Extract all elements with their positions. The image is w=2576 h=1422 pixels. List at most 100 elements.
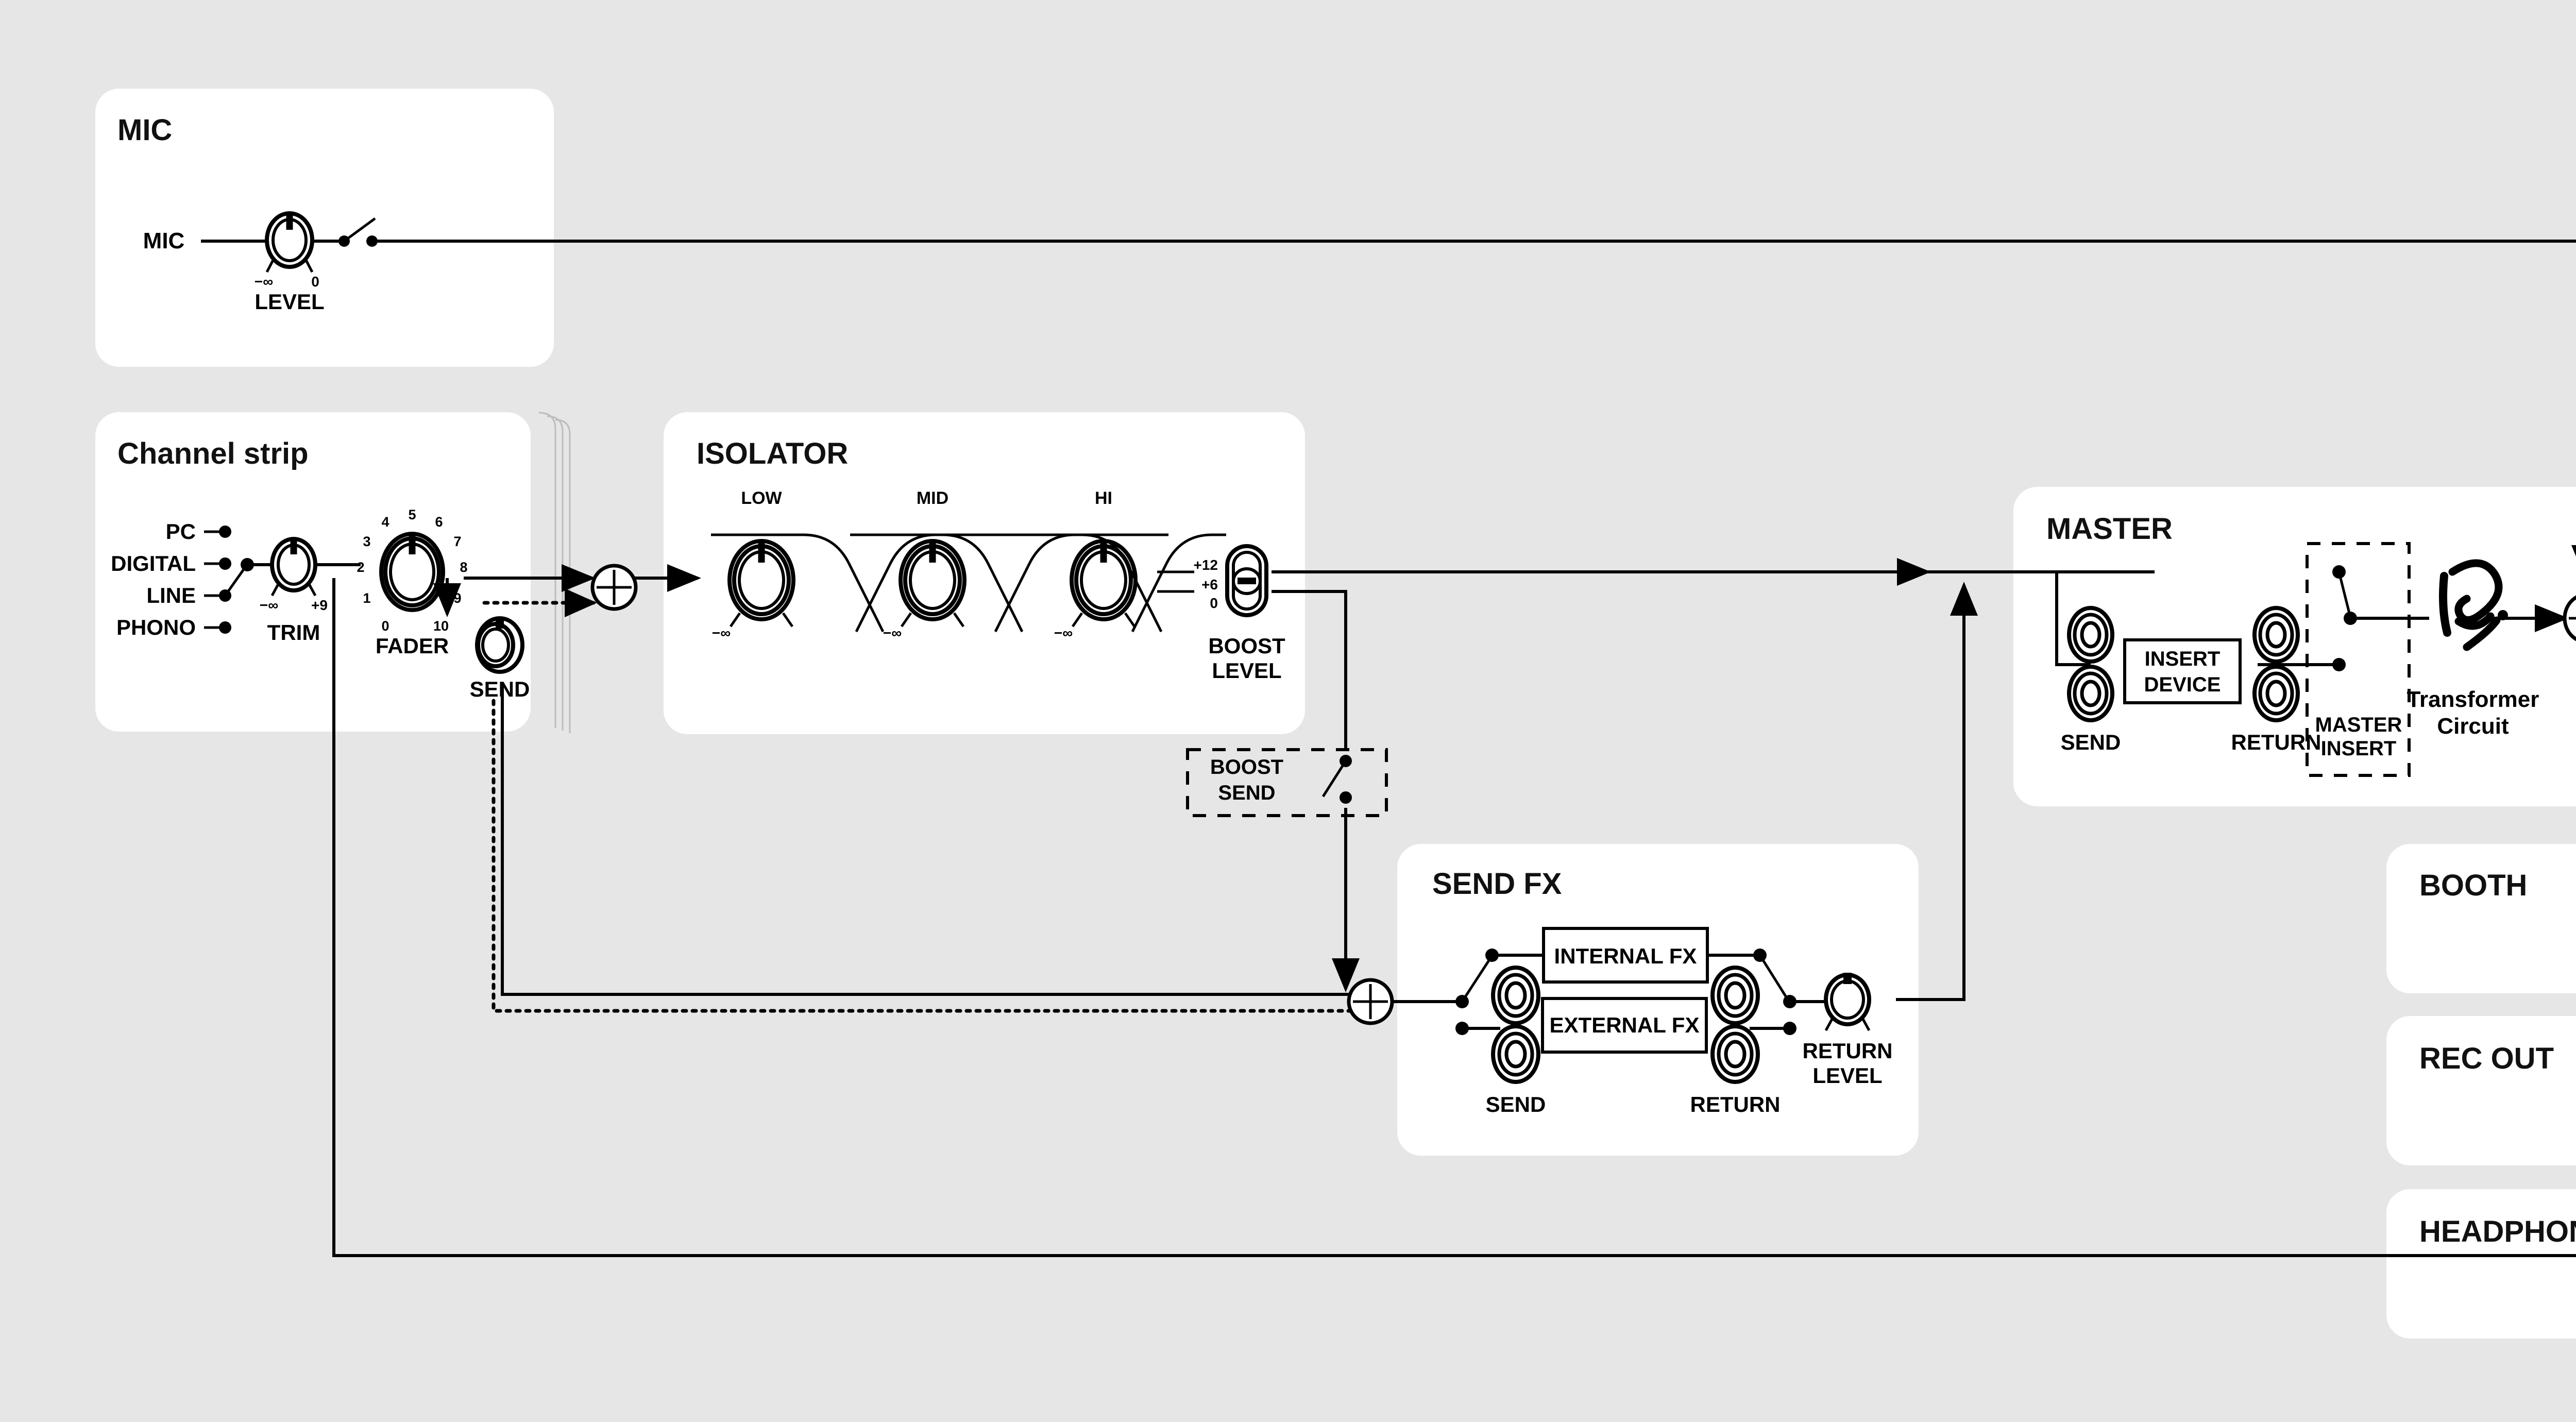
input-label-phono: PHONO: [116, 615, 196, 639]
section-title-headphones: HEADPHONES: [2419, 1215, 2576, 1248]
boost-level-pos-6: +6: [1201, 577, 1218, 592]
trim-label: TRIM: [267, 620, 320, 645]
channel-send-knob[interactable]: [475, 616, 524, 674]
input-label-line: LINE: [146, 583, 196, 607]
transformer-label-2: Circuit: [2437, 714, 2509, 739]
boost-level-pos-12: +12: [1194, 557, 1218, 573]
external-fx-label: EXTERNAL FX: [1550, 1013, 1700, 1037]
fx-routing-switch[interactable]: [1455, 949, 1544, 1008]
input-label-pc: PC: [166, 519, 196, 544]
section-channel-strip: Channel strip PC DIGITAL LINE PHONO −∞ +…: [111, 437, 530, 701]
boost-send-label-2: SEND: [1218, 782, 1275, 804]
fader-scale-9: 9: [453, 590, 461, 606]
fader-scale-5: 5: [408, 507, 416, 522]
isolator-band-label-hi: HI: [1095, 488, 1112, 508]
isolator-mid-knob[interactable]: [899, 539, 967, 628]
fader-label: FADER: [376, 634, 449, 658]
wire-mic-to-master: [371, 240, 2576, 579]
master-send-jacks[interactable]: [2067, 606, 2114, 722]
master-return-jacks[interactable]: [2252, 606, 2300, 722]
section-title-master: MASTER: [2046, 512, 2173, 546]
mic-level-min: −∞: [255, 274, 273, 290]
fader-scale-4: 4: [381, 514, 389, 530]
isolator-band-label-low: LOW: [741, 488, 782, 508]
insert-device-label-2: DEVICE: [2144, 673, 2221, 696]
master-send-label: SEND: [2061, 730, 2121, 754]
wire-fader-to-sum: [464, 564, 597, 617]
fx-send-label: SEND: [1486, 1092, 1546, 1116]
fader-scale-0: 0: [381, 618, 389, 634]
isolator-hi-min: −∞: [1054, 625, 1073, 641]
card-rec-out: [2386, 1016, 2576, 1165]
wire-cue-to-headphones: [332, 578, 2576, 1257]
master-insert-label-2: INSERT: [2321, 737, 2397, 760]
section-rec-out: REC OUT L R OUTPUT: [2419, 1042, 2554, 1075]
fader-scale-10: 10: [433, 618, 449, 634]
internal-fx-label: INTERNAL FX: [1554, 944, 1697, 968]
wire-isolator-to-master: [1272, 558, 1931, 750]
mic-level-label: LEVEL: [255, 290, 324, 314]
fader-scale-3: 3: [363, 534, 370, 549]
mic-level-max: 0: [311, 274, 319, 290]
section-master: MASTER SEND INSERT DEVICE RETURN MASTER …: [2046, 512, 2576, 777]
transformer-label-1: Transformer: [2407, 687, 2539, 712]
section-send-fx: SEND FX INTERNAL FX EXTERNAL FX SEND: [1432, 867, 1893, 1116]
channel-send-label: SEND: [470, 677, 530, 701]
fader-scale-2: 2: [357, 560, 364, 575]
fader-scale-6: 6: [435, 514, 443, 530]
section-booth: BOOTH −∞ 0 LEVEL R L (MONO) OUTPUT: [2419, 869, 2527, 902]
fx-return-label: RETURN: [1690, 1092, 1781, 1116]
card-isolator: [664, 412, 1305, 734]
boost-send-label-1: BOOST: [1210, 756, 1283, 778]
mic-on-off-switch[interactable]: [312, 217, 378, 247]
boost-send-switch[interactable]: [1321, 755, 1352, 804]
section-headphones: HEADPHONES CUE MASTER MIX −∞ 0 LEVEL: [2419, 1215, 2576, 1248]
section-title-booth: BOOTH: [2419, 869, 2527, 902]
fx-return-jacks[interactable]: [1710, 966, 1760, 1084]
insert-device-label-1: INSERT: [2145, 648, 2221, 670]
isolator-hi-knob[interactable]: [1070, 539, 1138, 628]
section-title-rec-out: REC OUT: [2419, 1042, 2554, 1075]
section-isolator: ISOLATOR LOW −∞ MID: [697, 437, 1285, 683]
boost-level-label-1: BOOST: [1208, 634, 1285, 658]
master-insert-block: MASTER INSERT: [2306, 542, 2411, 777]
channel-sum-node: [590, 564, 638, 611]
trim-max: +9: [311, 597, 328, 613]
fx-send-jacks[interactable]: [1491, 966, 1540, 1084]
wire-fxreturn-to-master: [1896, 582, 1978, 1001]
fx-return-level-label-2: LEVEL: [1812, 1063, 1882, 1088]
isolator-mid-min: −∞: [883, 625, 902, 641]
boost-level-label-2: LEVEL: [1212, 658, 1281, 683]
mic-input-label: MIC: [143, 228, 185, 253]
boost-send-block: BOOST SEND: [1186, 748, 1388, 817]
card-headphones: [2386, 1189, 2576, 1339]
card-mic: [95, 89, 554, 367]
section-title-mic: MIC: [117, 113, 172, 147]
fader-scale-7: 7: [453, 534, 461, 549]
section-title-channel-strip: Channel strip: [117, 437, 309, 470]
input-selector-switch[interactable]: [204, 526, 274, 634]
master-insert-switch[interactable]: [2332, 565, 2357, 671]
fader-knob[interactable]: [379, 532, 445, 612]
section-mic: MIC MIC −∞ 0 LEVEL: [117, 113, 378, 314]
boost-level-pos-0: 0: [1210, 595, 1218, 611]
card-channel-strip-stack: [538, 412, 571, 733]
input-label-digital: DIGITAL: [111, 551, 196, 575]
master-sum-node: [2563, 595, 2576, 641]
fx-return-level-knob[interactable]: [1824, 973, 1871, 1031]
isolator-low-knob[interactable]: [727, 539, 795, 628]
fader-scale-8: 8: [460, 560, 467, 575]
fader-scale-1: 1: [363, 590, 370, 606]
fx-return-level-label-1: RETURN: [1803, 1039, 1893, 1063]
section-title-isolator: ISOLATOR: [697, 437, 848, 470]
section-title-send-fx: SEND FX: [1432, 867, 1562, 901]
transformer-circuit-icon: [2439, 559, 2508, 651]
isolator-low-min: −∞: [712, 625, 731, 641]
trim-min: −∞: [260, 597, 278, 613]
isolator-band-label-mid: MID: [917, 488, 948, 508]
card-booth: [2386, 844, 2576, 993]
fx-sum-node: [1347, 978, 1394, 1025]
wire-channel-send: [433, 578, 1352, 1013]
boost-level-switch[interactable]: [1157, 544, 1268, 617]
